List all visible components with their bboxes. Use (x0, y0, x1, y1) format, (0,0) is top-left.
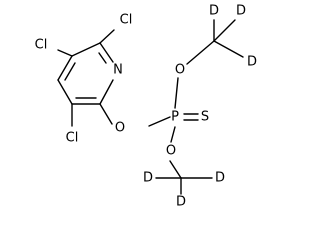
bond-o-p (148, 116, 171, 127)
atom-o-top: O (175, 63, 185, 78)
atom-labels: Cl Cl Cl N O P S O O D D D D D D (35, 4, 257, 210)
atom-n: N (113, 63, 123, 78)
atom-cl-top: Cl (120, 13, 133, 28)
atom-d-bottom-1: D (143, 171, 153, 186)
atom-d-bottom-2: D (176, 195, 186, 210)
bond-o-top-cd3 (186, 40, 215, 65)
atom-d-top-1: D (209, 4, 219, 19)
bond-c3-c2 (71, 42, 101, 57)
bond-c2-cl (99, 29, 115, 44)
atom-p: P (171, 110, 179, 125)
bond-c4-c3 (57, 55, 73, 81)
bond-n-c6 (99, 79, 114, 105)
double-bond-inner-c4-c3 (64, 62, 76, 81)
atom-d-bottom-3: D (215, 171, 225, 186)
chemical-structure-diagram: Cl Cl Cl N O P S O O D D D D D D (35, 4, 257, 210)
bond-c5-c4 (57, 79, 73, 105)
atom-s: S (201, 110, 209, 125)
atom-cl-left: Cl (35, 38, 48, 53)
atom-o-ring: O (115, 121, 125, 136)
bond-c6-o (99, 103, 113, 125)
bond-p-o-top (174, 77, 179, 109)
double-bond-inner-c2-n (98, 52, 107, 64)
atom-d-top-3: D (247, 55, 257, 70)
bond-o-bottom-cd3 (169, 160, 182, 179)
bond-cd3-d-top-2 (213, 19, 236, 42)
bond-cd3-d-top-3 (213, 40, 244, 58)
bonds (57, 19, 244, 195)
bond-c3-cl (57, 49, 73, 57)
atom-o-bottom: O (166, 144, 176, 159)
atom-d-top-2: D (236, 4, 246, 19)
bond-c2-n (99, 42, 114, 63)
atom-cl-bottom: Cl (66, 131, 79, 146)
bond-p-o-bottom (170, 126, 176, 143)
